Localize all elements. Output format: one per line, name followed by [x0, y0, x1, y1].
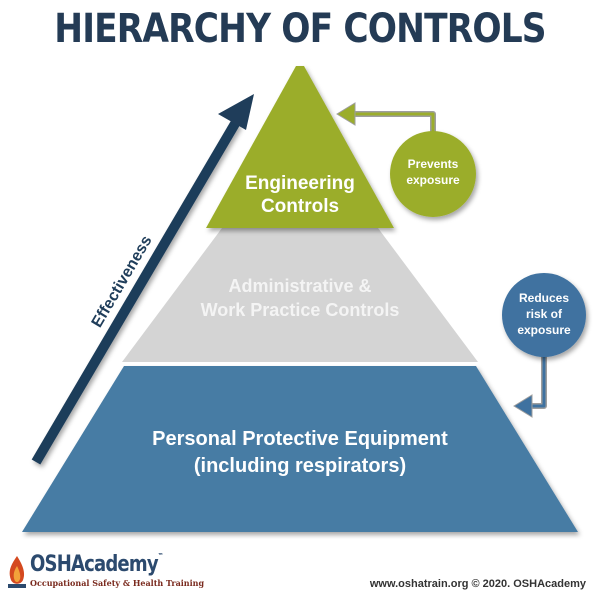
prevents-exposure-text-line2: exposure: [406, 173, 460, 187]
prevents-exposure-text: Prevents: [408, 157, 459, 171]
logo-wordmark: OSHAcademy™: [30, 552, 164, 577]
ppe-label: Personal Protective Equipment: [152, 428, 448, 450]
footer-credit: www.oshatrain.org © 2020. OSHAcademy: [369, 578, 586, 590]
prevents-exposure-callout: Prevents exposure: [336, 102, 476, 217]
oshacademy-logo: OSHAcademy™ Occupational Safety & Health…: [6, 552, 204, 596]
pyramid-tier-engineering: [206, 66, 394, 228]
reduces-risk-text: Reduces: [519, 291, 569, 305]
administrative-label: Administrative &: [228, 276, 371, 296]
administrative-label-line2: Work Practice Controls: [201, 300, 400, 320]
reduces-risk-text-line2: risk of: [526, 307, 563, 321]
ppe-label-line2: (including respirators): [194, 455, 406, 477]
flame-icon: [8, 556, 26, 588]
pyramid-tier-administrative: [122, 228, 478, 362]
engineering-label-line2: Controls: [261, 196, 339, 217]
page-title: HIERARCHY OF CONTROLS: [54, 6, 546, 52]
reduces-risk-callout: Reduces risk of exposure: [502, 273, 586, 418]
engineering-label: Engineering: [245, 173, 355, 194]
pyramid-tier-ppe: [22, 366, 578, 532]
reduces-risk-text-line3: exposure: [517, 323, 571, 337]
effectiveness-arrow: [31, 94, 254, 465]
logo-tagline: Occupational Safety & Health Training: [30, 578, 205, 588]
